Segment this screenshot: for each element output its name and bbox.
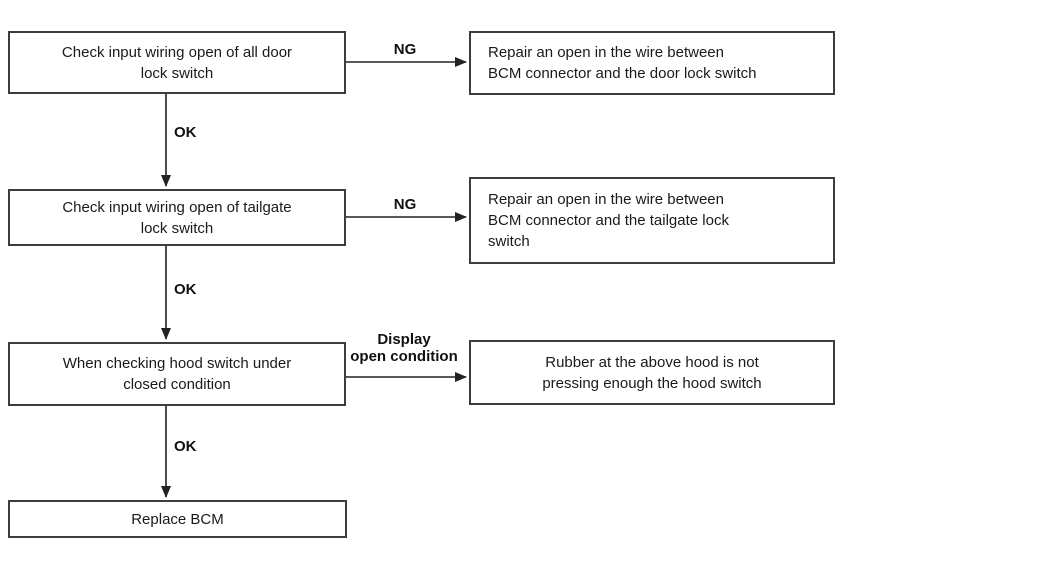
node-text-line: closed condition: [123, 376, 231, 393]
node-text-line: Replace BCM: [131, 510, 224, 528]
edge-label-ng-door: NG: [393, 41, 417, 58]
edge-label-ok-3: OK: [174, 438, 197, 455]
node-hood-rubber-result: Rubber at the above hood is not pressing…: [469, 340, 835, 405]
node-text-line: Check input wiring open of all door: [61, 43, 293, 61]
node-text-line: BCM connector and the door lock switch: [488, 65, 757, 82]
edge-label-ok-2: OK: [174, 281, 197, 298]
node-text-line: Check input wiring open of tailgate: [62, 198, 292, 216]
node-text-line: lock switch: [140, 64, 214, 82]
node-text-line: Repair an open in the wire between: [488, 191, 724, 208]
edge-label-ok-1: OK: [174, 124, 197, 141]
node-text-line: switch: [488, 233, 530, 250]
node-text-line: pressing enough the hood switch: [542, 374, 762, 392]
edge-label-display-open-condition: Display open condition: [340, 331, 468, 365]
node-text-line: lock switch: [140, 219, 214, 237]
node-text-line: Rubber at the above hood is not: [545, 353, 759, 371]
edge-label-ng-tailgate: NG: [393, 196, 417, 213]
node-replace-bcm: Replace BCM: [8, 500, 347, 538]
edge-label-line: open condition: [350, 348, 458, 365]
node-repair-tailgate-lock-wire: Repair an open in the wire between BCM c…: [469, 177, 835, 264]
node-repair-door-lock-wire: Repair an open in the wire between BCM c…: [469, 31, 835, 95]
node-text-line: BCM connector and the tailgate lock: [488, 212, 729, 229]
node-text-line: Repair an open in the wire between: [488, 44, 724, 61]
edge-label-line: Display: [377, 331, 431, 348]
node-text-line: When checking hood switch under: [62, 355, 292, 372]
node-check-hood-switch: When checking hood switch under closed c…: [8, 342, 346, 406]
node-check-door-lock-wiring: Check input wiring open of all door lock…: [8, 31, 346, 94]
node-check-tailgate-lock-wiring: Check input wiring open of tailgate lock…: [8, 189, 346, 246]
